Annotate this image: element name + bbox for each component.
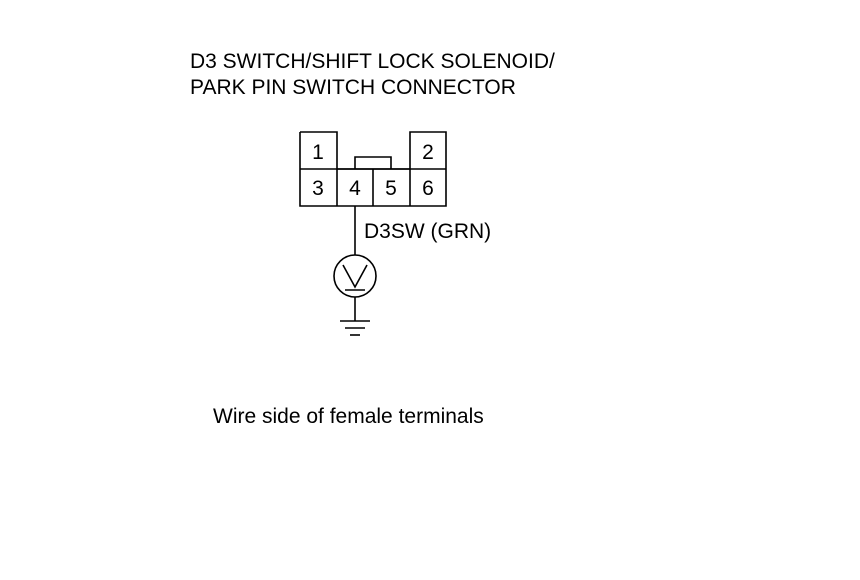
terminal-4: 4	[349, 177, 361, 200]
diagram-caption: Wire side of female terminals	[213, 405, 484, 428]
terminal-5: 5	[385, 177, 397, 200]
diagram-title-line-2: PARK PIN SWITCH CONNECTOR	[190, 76, 516, 99]
wire-label: D3SW (GRN)	[364, 220, 491, 243]
voltmeter-v-mark	[342, 264, 368, 289]
terminal-3: 3	[312, 177, 324, 200]
connector-housing	[299, 131, 447, 207]
ground-icon	[340, 320, 370, 336]
terminal-numbers: 1 2 3 4 5 6	[312, 141, 434, 200]
connector-outline	[299, 131, 447, 207]
terminal-2: 2	[422, 141, 434, 164]
voltmeter-icon	[333, 254, 377, 298]
terminal-6: 6	[422, 177, 434, 200]
terminal-1: 1	[312, 141, 324, 164]
diagram-title: D3 SWITCH/SHIFT LOCK SOLENOID/ PARK PIN …	[190, 49, 555, 101]
diagram-title-line-1: D3 SWITCH/SHIFT LOCK SOLENOID/	[190, 50, 555, 73]
connector-lock-tab	[354, 156, 392, 169]
